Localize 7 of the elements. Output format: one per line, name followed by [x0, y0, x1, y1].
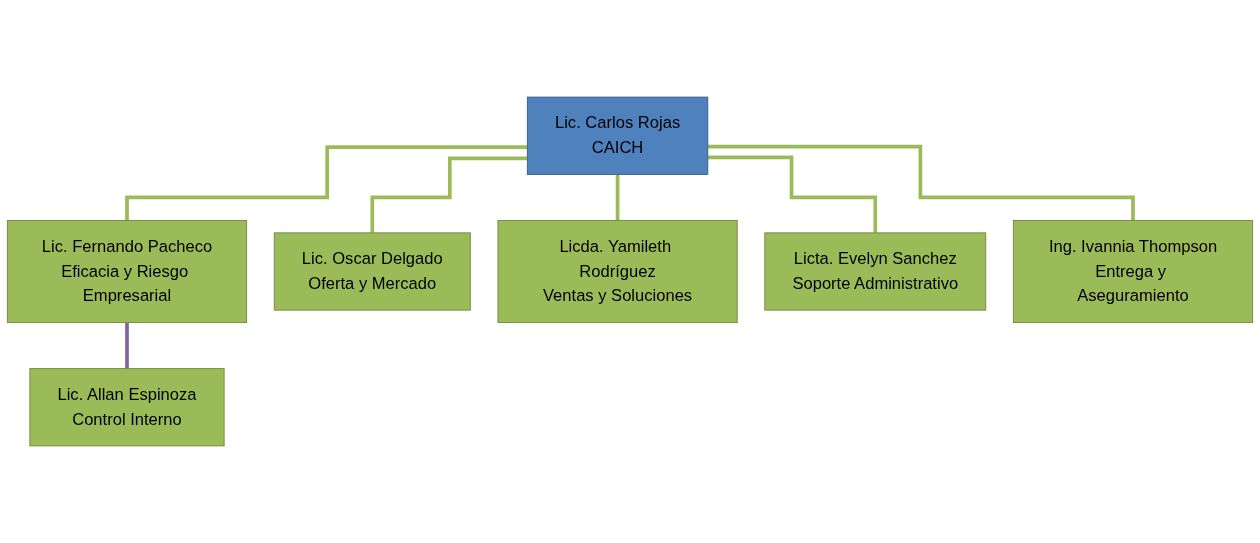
node-box: Lic. Oscar Delgado Oferta y Mercado [273, 232, 471, 311]
node-box: Licta. Evelyn Sanchez Soporte Administrativo [764, 232, 987, 311]
node-box: Lic. Carlos Rojas CAICH [526, 96, 709, 175]
node-box: Ing. Ivannia Thompson Entrega y Aseguramiento [1012, 219, 1254, 324]
node-box: Lic. Fernando Pacheco Eficacia y Riesgo Empresarial [6, 219, 248, 324]
node-box: Licda. Yamileth Rodríguez Ventas y Soluciones [497, 219, 738, 324]
node-box: Lic. Allan Espinoza Control Interno [29, 368, 225, 447]
